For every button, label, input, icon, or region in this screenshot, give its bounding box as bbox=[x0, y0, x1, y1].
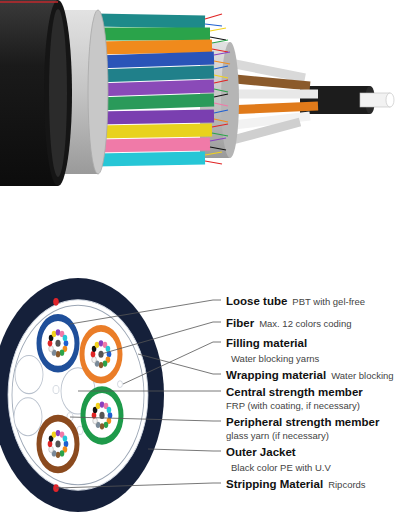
cable-cross-section bbox=[0, 278, 164, 512]
callout-group: Stripping Material Ripcords bbox=[226, 476, 396, 491]
part-description: Ripcords bbox=[328, 478, 366, 491]
leader-line bbox=[56, 483, 221, 488]
callout-group: Outer JacketBlack color PE with U.V bbox=[226, 444, 396, 474]
leader-line bbox=[70, 300, 221, 324]
part-name: Fiber bbox=[226, 317, 254, 329]
leader-line bbox=[70, 417, 221, 421]
part-name: Peripheral strength member bbox=[226, 416, 379, 428]
callout-group: Filling materialWater blocking yarns bbox=[226, 335, 396, 365]
callout-group: Loose tube PBT with gel-free bbox=[226, 293, 396, 308]
cable-photo bbox=[0, 0, 394, 186]
part-description: Water blocking bbox=[331, 369, 393, 382]
part-name: Loose tube bbox=[226, 295, 287, 307]
leader-line bbox=[148, 449, 221, 451]
part-name: Wrapping material bbox=[226, 369, 326, 381]
leader-line bbox=[101, 322, 221, 354]
leader-line bbox=[138, 354, 221, 374]
part-description: FRP (with coating, if necessary) bbox=[226, 399, 396, 412]
callout-group: Fiber Max. 12 colors coding bbox=[226, 315, 396, 330]
callout-group: Wrapping material Water blocking bbox=[226, 367, 396, 382]
callout-group: Central strength memberFRP (with coating… bbox=[226, 384, 396, 412]
part-description: Black color PE with U.V bbox=[231, 461, 331, 474]
part-name: Outer Jacket bbox=[226, 446, 296, 458]
part-name: Stripping Material bbox=[226, 478, 323, 490]
part-name: Filling material bbox=[226, 337, 307, 349]
leader-line bbox=[123, 342, 221, 384]
part-description: Max. 12 colors coding bbox=[259, 317, 351, 330]
callout-group: Peripheral strength memberglass yarn (if… bbox=[226, 414, 396, 442]
leader-line bbox=[78, 391, 221, 392]
part-description: Water blocking yarns bbox=[231, 352, 319, 365]
part-description: PBT with gel-free bbox=[292, 295, 365, 308]
part-description: glass yarn (if necessary) bbox=[226, 429, 396, 442]
part-name: Central strength member bbox=[226, 386, 363, 398]
